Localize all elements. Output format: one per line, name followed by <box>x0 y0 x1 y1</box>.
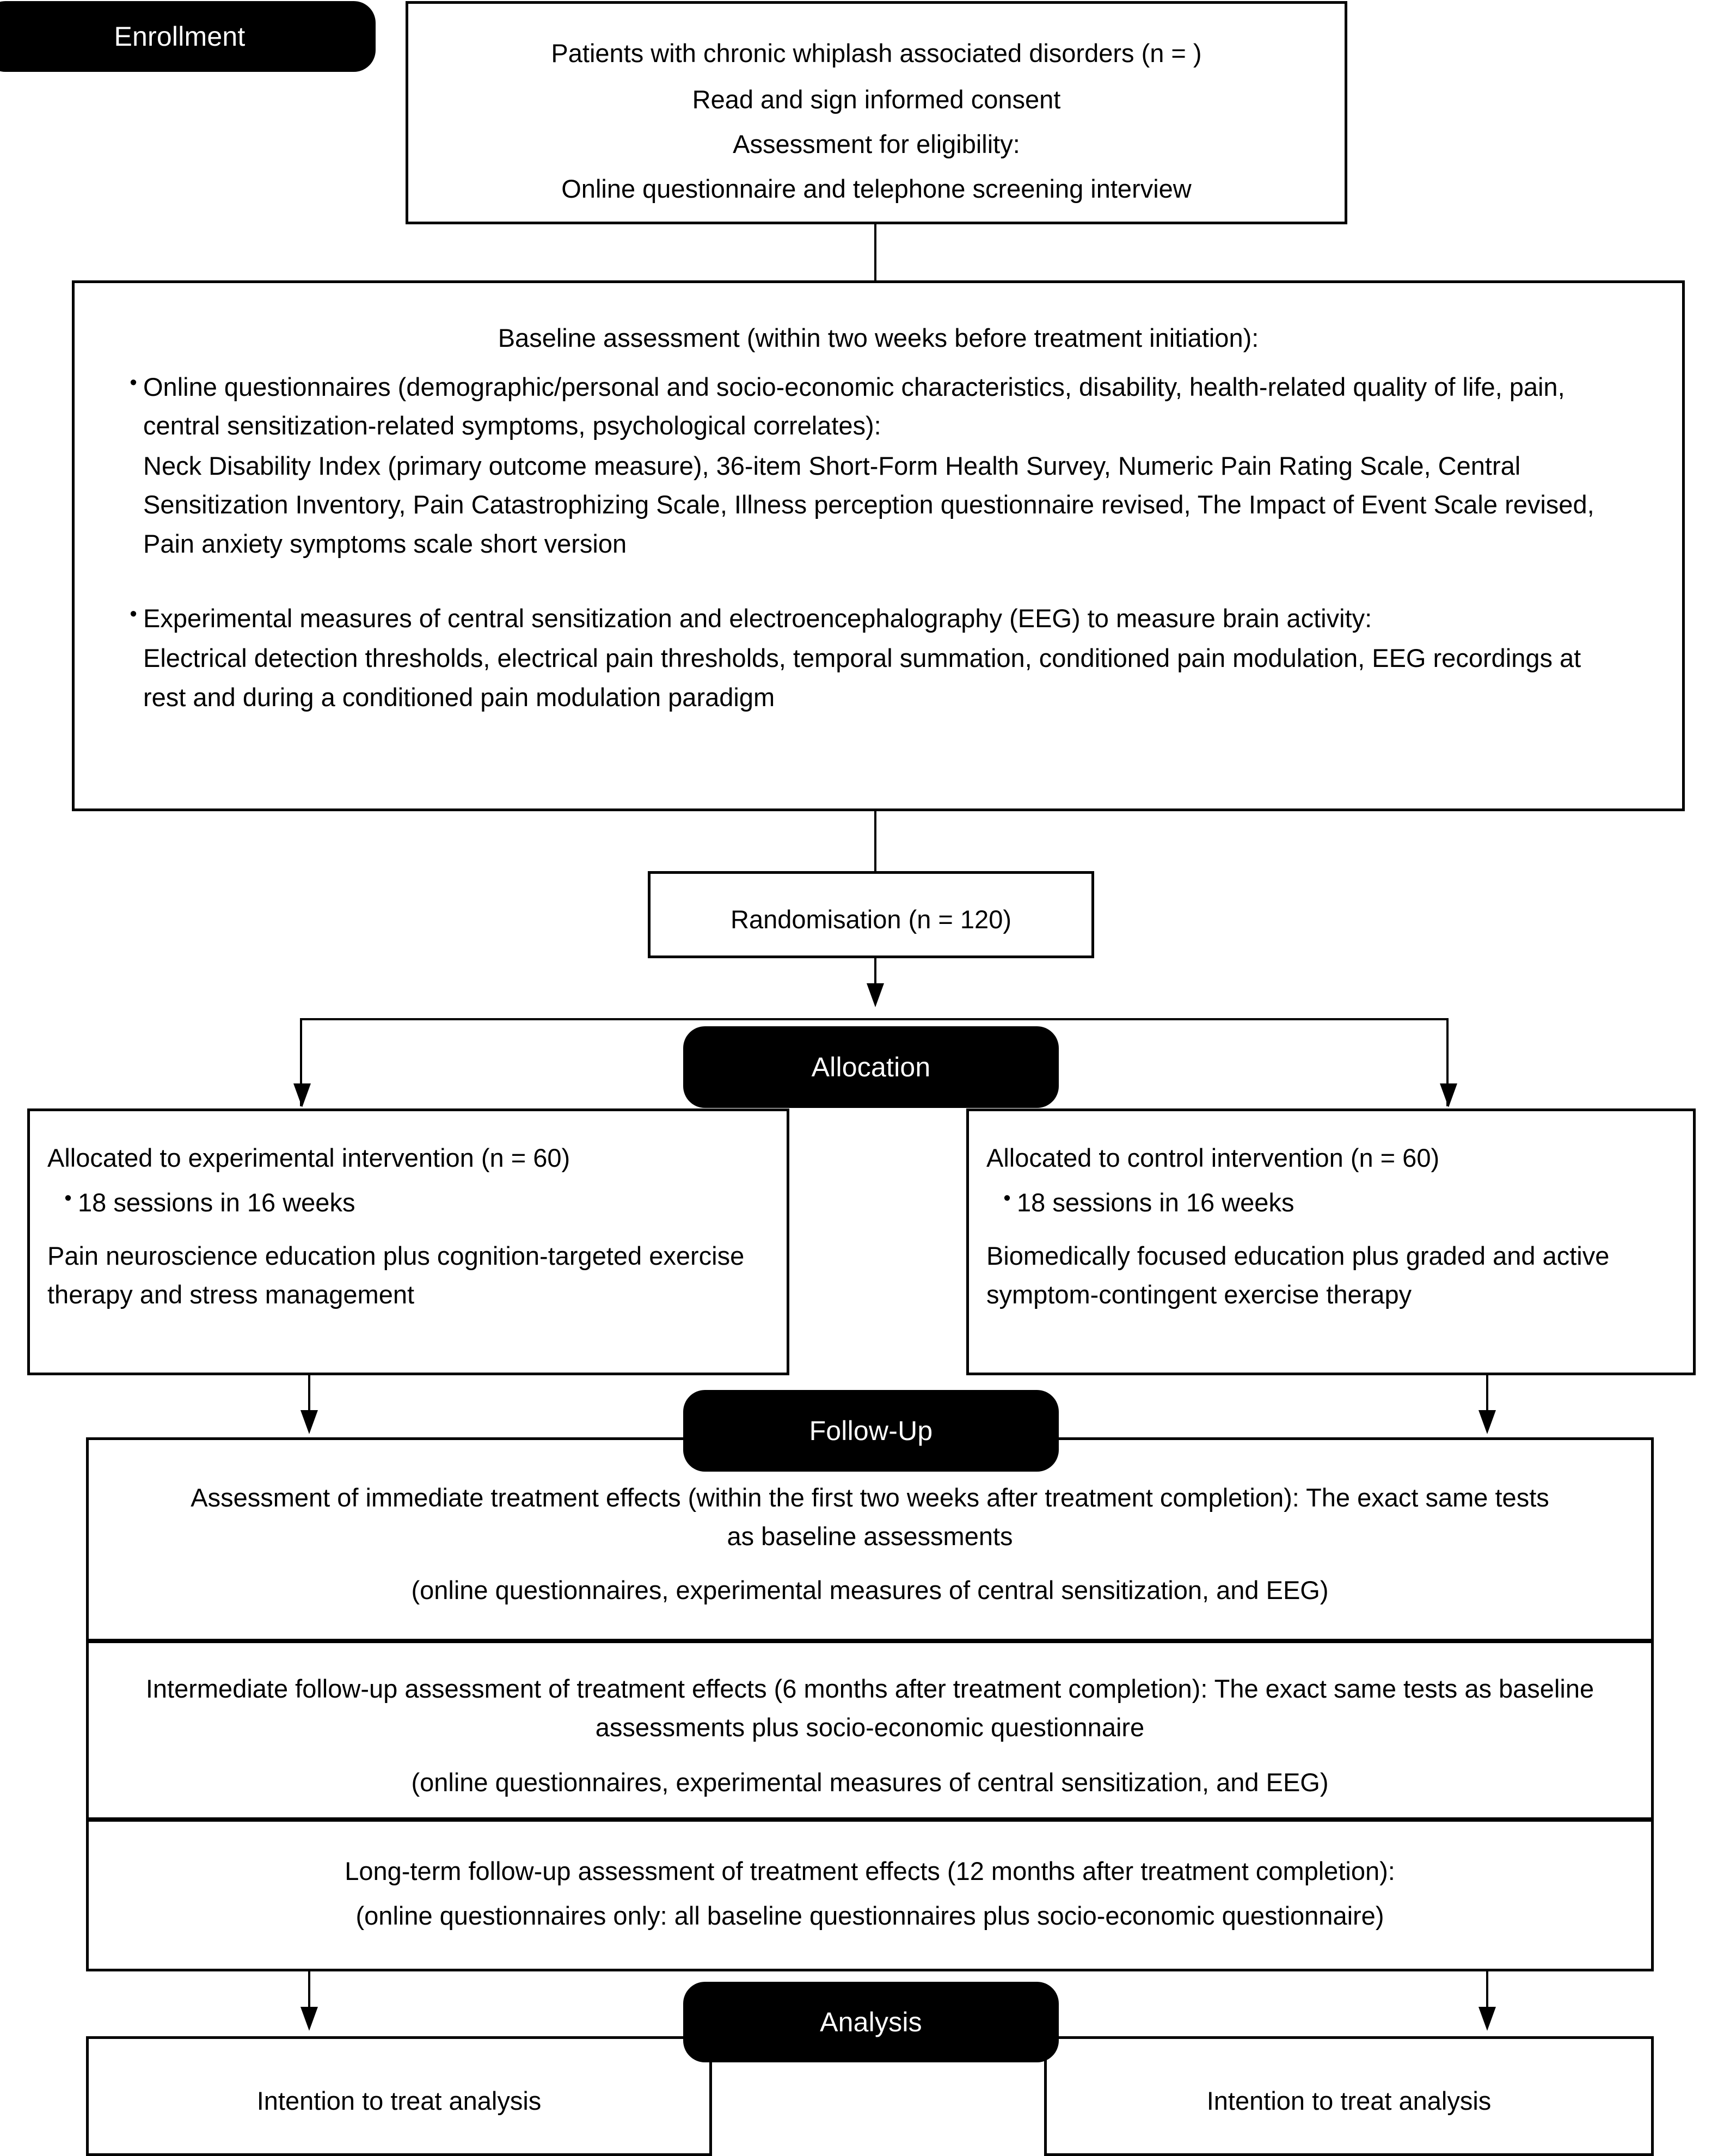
bullet-dot-icon: • <box>64 1187 72 1210</box>
allocation-right-bullet: • 18 sessions in 16 weeks <box>997 1183 1682 1222</box>
allocation-left-box: Allocated to experimental intervention (… <box>27 1108 789 1375</box>
analysis-right-label: Intention to treat analysis <box>1206 2086 1492 2115</box>
stage-badge-followup-label: Follow-Up <box>809 1416 933 1446</box>
allocation-right-heading: Allocated to control intervention (n = 6… <box>986 1143 1440 1172</box>
analysis-left-box: Intention to treat analysis <box>86 2036 712 2156</box>
connector-allocleft-to-followup <box>308 1375 310 1419</box>
allocation-split-left-leg <box>300 1018 302 1106</box>
baseline-bullet-2: • Experimental measures of central sensi… <box>124 599 1611 716</box>
allocation-split-bar <box>300 1018 1449 1020</box>
connector-randomisation-stem <box>874 958 876 988</box>
arrow-down-followup-left <box>300 1410 318 1434</box>
followup-immediate-line-2: (online questionnaires, experimental mea… <box>411 1576 1329 1604</box>
bullet-dot-icon: • <box>130 371 137 394</box>
enrollment-line-4: Online questionnaire and telephone scree… <box>561 174 1192 203</box>
randomisation-label: Randomisation (n = 120) <box>731 905 1011 934</box>
enrollment-line-3: Assessment for eligibility: <box>733 130 1020 158</box>
randomisation-box: Randomisation (n = 120) <box>648 871 1094 958</box>
followup-longterm-line-1: Long-term follow-up assessment of treatm… <box>345 1857 1395 1885</box>
baseline-bullet-2-detail: Electrical detection thresholds, electri… <box>143 644 1581 712</box>
bullet-dot-icon: • <box>1003 1187 1011 1210</box>
connector-baseline-to-randomisation <box>874 811 876 871</box>
connector-followup-to-analysis-left <box>308 1971 310 2015</box>
stage-badge-allocation-label: Allocation <box>811 1052 931 1082</box>
followup-immediate-box: Assessment of immediate treatment effect… <box>86 1437 1654 1641</box>
enrollment-line-2: Read and sign informed consent <box>692 85 1061 114</box>
allocation-right-bullet-text: 18 sessions in 16 weeks <box>1017 1188 1294 1217</box>
stage-badge-analysis: Analysis <box>683 1982 1059 2062</box>
enrollment-line-1: Patients with chronic whiplash associate… <box>551 39 1202 68</box>
allocation-left-bullet-text: 18 sessions in 16 weeks <box>78 1188 355 1217</box>
allocation-left-heading: Allocated to experimental intervention (… <box>47 1143 570 1172</box>
baseline-bullet-2-lead: Experimental measures of central sensiti… <box>143 604 1372 633</box>
stage-badge-enrollment: Enrollment <box>0 1 376 72</box>
stage-badge-allocation: Allocation <box>683 1026 1059 1108</box>
bullet-dot-icon: • <box>130 603 137 626</box>
baseline-bullet-1: • Online questionnaires (demographic/per… <box>124 367 1617 563</box>
analysis-right-box: Intention to treat analysis <box>1044 2036 1654 2156</box>
arrow-down-allocation-left <box>293 1083 311 1107</box>
baseline-bullet-1-detail: Neck Disability Index (primary outcome m… <box>143 451 1594 558</box>
allocation-right-box: Allocated to control intervention (n = 6… <box>966 1108 1696 1375</box>
connector-enrollment-to-baseline <box>874 224 876 281</box>
enrollment-box: Patients with chronic whiplash associate… <box>406 1 1347 224</box>
allocation-left-body: Pain neuroscience education plus cogniti… <box>47 1241 745 1309</box>
baseline-bullet-1-lead: Online questionnaires (demographic/perso… <box>143 372 1565 440</box>
followup-immediate-line-1: Assessment of immediate treatment effect… <box>191 1483 1549 1551</box>
baseline-heading: Baseline assessment (within two weeks be… <box>498 323 1259 352</box>
followup-intermediate-line-2: (online questionnaires, experimental mea… <box>411 1768 1329 1797</box>
arrow-down-analysis-left <box>300 2007 318 2031</box>
analysis-left-label: Intention to treat analysis <box>256 2086 542 2115</box>
followup-longterm-line-2: (online questionnaires only: all baselin… <box>355 1901 1384 1930</box>
arrow-down-randomisation <box>867 983 884 1007</box>
allocation-split-right-leg <box>1446 1018 1449 1106</box>
baseline-assessment-box: Baseline assessment (within two weeks be… <box>72 280 1685 811</box>
arrow-down-followup-right <box>1478 1410 1496 1434</box>
stage-badge-enrollment-label: Enrollment <box>114 21 246 52</box>
stage-badge-analysis-label: Analysis <box>820 2007 922 2037</box>
connector-allocright-to-followup <box>1486 1375 1488 1419</box>
connector-followup-to-analysis-right <box>1486 1971 1488 2015</box>
followup-intermediate-box: Intermediate follow-up assessment of tre… <box>86 1640 1654 1820</box>
stage-badge-followup: Follow-Up <box>683 1390 1059 1472</box>
followup-intermediate-line-1: Intermediate follow-up assessment of tre… <box>145 1674 1594 1742</box>
arrow-down-analysis-right <box>1478 2007 1496 2031</box>
followup-longterm-box: Long-term follow-up assessment of treatm… <box>86 1819 1654 1971</box>
allocation-left-bullet: • 18 sessions in 16 weeks <box>58 1183 776 1222</box>
arrow-down-allocation-right <box>1440 1083 1457 1107</box>
allocation-right-body: Biomedically focused education plus grad… <box>986 1241 1610 1309</box>
